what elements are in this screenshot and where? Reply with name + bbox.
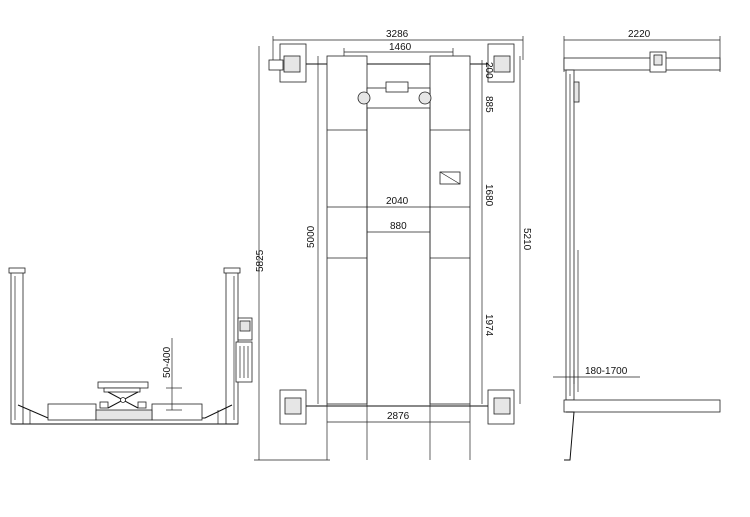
front-height-range-label: 50-400 <box>162 346 173 378</box>
runway-length-label: 5000 <box>306 225 317 248</box>
bottom-width-label: 2876 <box>387 411 410 422</box>
front-offset-label: 885 <box>483 96 494 113</box>
column-spacing-label: 1460 <box>389 42 412 53</box>
side-depth-label: 2220 <box>628 29 651 40</box>
top-offset-label: 200 <box>483 62 494 79</box>
outer-runway-width-label: 2040 <box>386 196 409 207</box>
overall-length-label: 5210 <box>521 228 532 251</box>
side-view: 2220 180-1700 <box>553 29 721 461</box>
runway-pocket-label: 1680 <box>483 184 494 207</box>
inner-gap-label: 880 <box>390 221 407 232</box>
top-view: 3286 1460 <box>254 29 532 461</box>
side-ramp-range-label: 180-1700 <box>585 366 628 377</box>
front-view: 50-400 <box>8 267 253 425</box>
rear-section-label: 1974 <box>483 314 494 337</box>
total-length-label: 5825 <box>255 249 266 272</box>
overall-width-label: 3286 <box>386 29 409 40</box>
